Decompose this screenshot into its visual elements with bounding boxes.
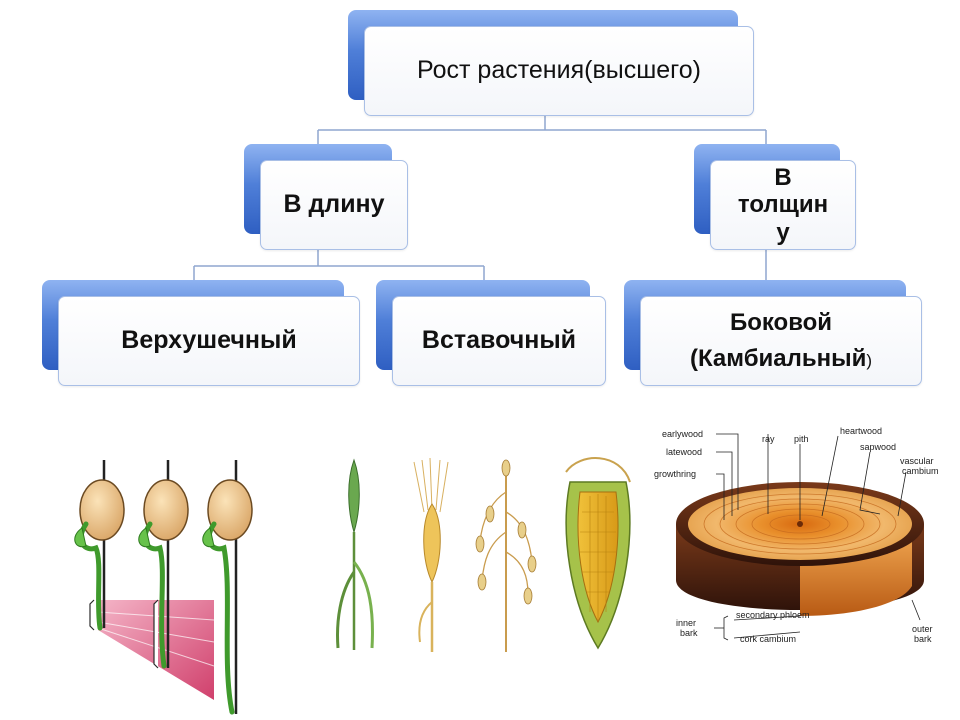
lateral-line-2: (Камбиальный [689, 345, 867, 372]
tree-cross-section-illustration: earlywood latewood growthring ray pith h… [654, 426, 939, 644]
growthring-label: growthring [654, 469, 696, 479]
latewood-label: latewood [666, 447, 702, 457]
outer-bark-label-2: bark [914, 634, 932, 644]
thickness-line-1: В [774, 163, 792, 191]
thickness-line-2: толщин [737, 191, 829, 219]
lateral-node: Боковой (Камбиальный) [624, 280, 922, 386]
earlywood-label: earlywood [662, 429, 703, 439]
ray-label: ray [762, 434, 775, 444]
root-node: Рост растения(высшего) [348, 10, 754, 116]
inner-bark-label-2: bark [680, 628, 698, 638]
thickness-node: В толщин у [694, 144, 856, 250]
secondary-phloem-label: secondary phloem [736, 610, 810, 620]
outer-bark-label-1: outer [912, 624, 933, 634]
corn-plant [565, 457, 631, 650]
tree-labels: earlywood latewood growthring ray pith h… [654, 426, 939, 644]
oat-plant [475, 459, 537, 652]
thickness-line-3: у [776, 218, 790, 246]
lateral-line-1: Боковой [729, 309, 833, 336]
inner-bark-label-1: inner [676, 618, 696, 628]
thickness-node-label: В толщин у [710, 160, 856, 250]
cereals-illustration [336, 457, 631, 652]
apical-node: Верхушечный [42, 280, 360, 386]
lateral-node-label: Боковой (Камбиальный) [640, 296, 922, 386]
seedlings-illustration [74, 460, 253, 715]
pith-label: pith [794, 434, 809, 444]
length-node: В длину [244, 144, 408, 250]
root-node-label: Рост растения(высшего) [364, 26, 754, 116]
sapwood-label: sapwood [860, 442, 896, 452]
vascular-label: vascular [900, 456, 934, 466]
cambium-label: cambium [902, 466, 939, 476]
heartwood-label: heartwood [840, 426, 882, 436]
barley-plant [413, 457, 449, 652]
cork-cambium-label: cork cambium [740, 634, 796, 644]
intercalary-node-label: Вставочный [392, 296, 606, 386]
grass-plant [336, 458, 374, 650]
length-node-label: В длину [260, 160, 408, 250]
intercalary-node: Вставочный [376, 280, 606, 386]
lateral-close-paren: ) [866, 351, 873, 370]
apical-node-label: Верхушечный [58, 296, 360, 386]
